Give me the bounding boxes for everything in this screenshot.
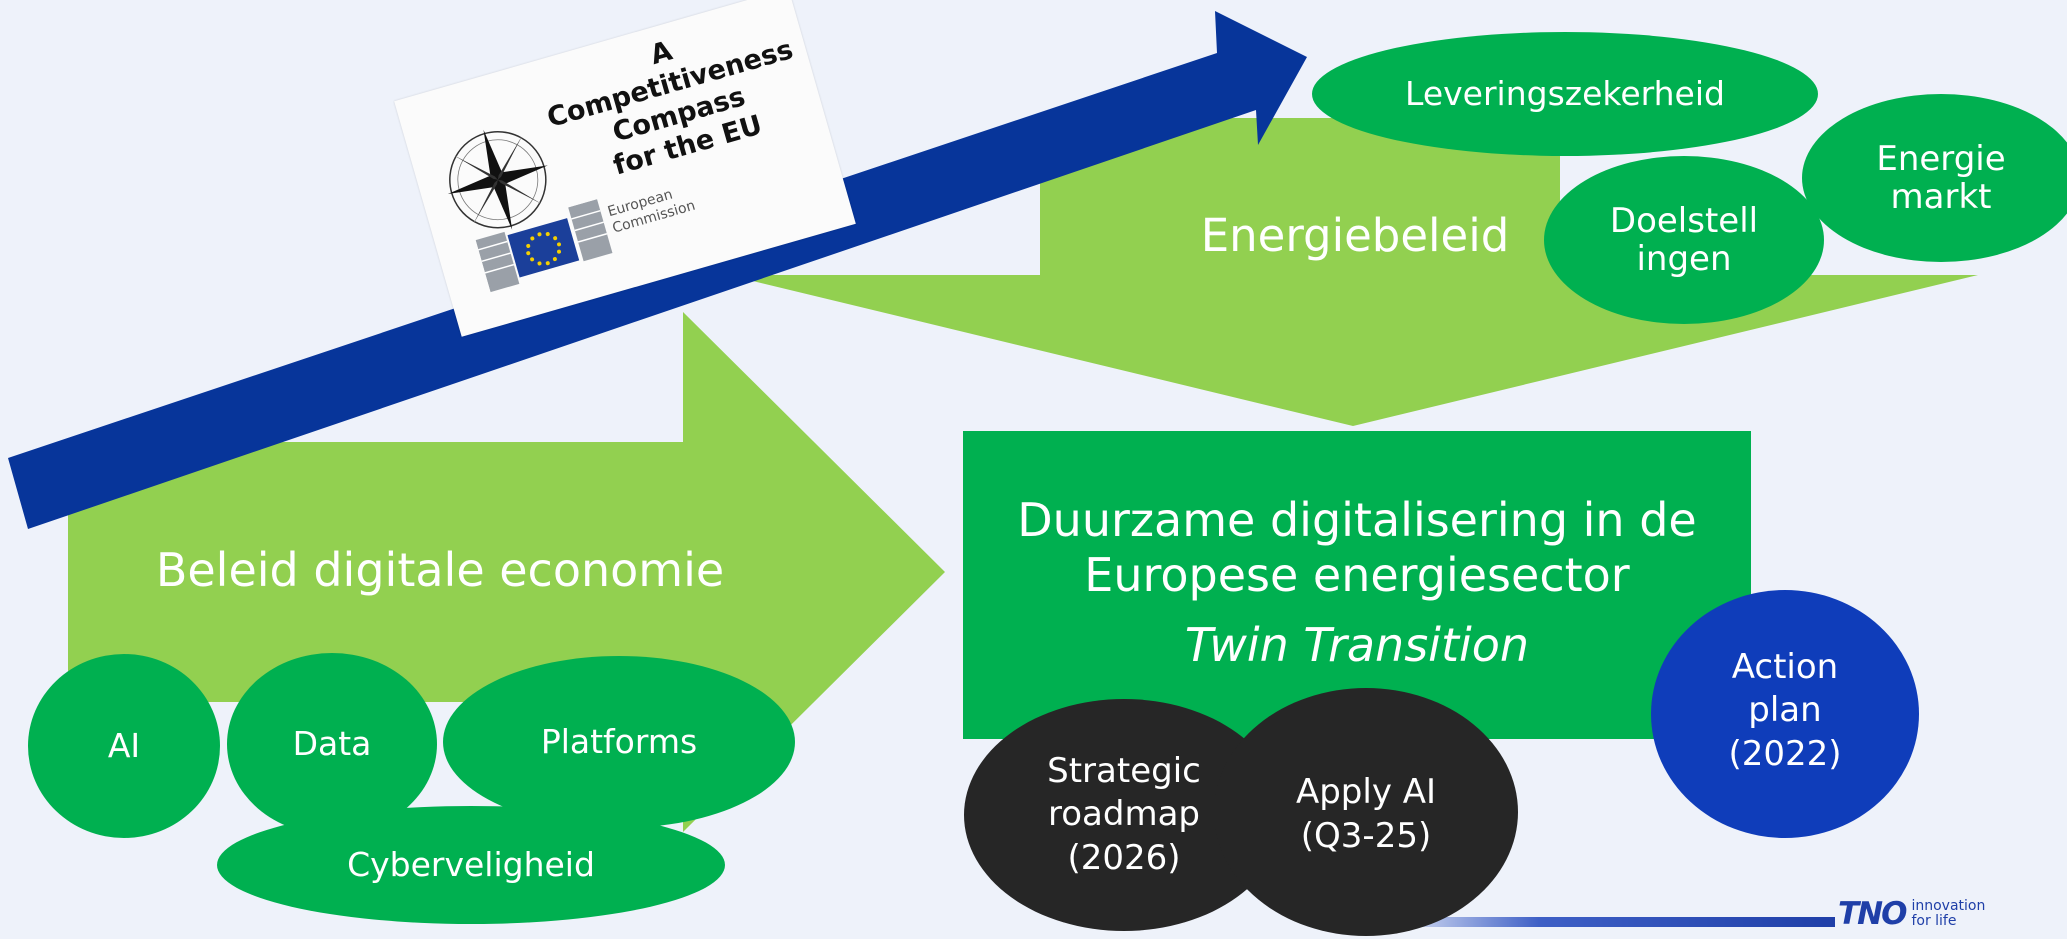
digital-policy-label: Beleid digitale economie bbox=[155, 543, 725, 598]
initiative-ellipse-strategic-roadmap bbox=[964, 699, 1284, 931]
initiative-ellipse-action-plan bbox=[1651, 590, 1919, 838]
topic-ellipse-leveringszekerheid bbox=[1312, 32, 1818, 156]
topic-ellipse-cyberveligheid bbox=[217, 806, 725, 924]
tno-tagline: innovation for life bbox=[1911, 898, 1986, 929]
initiative-apply-ai: Apply AI (Q3-25) bbox=[1295, 772, 1437, 856]
central-title: Duurzame digitalisering in de Europese e… bbox=[1017, 492, 1697, 602]
topic-ellipse-ai bbox=[28, 654, 220, 838]
european-commission-label: European Commission bbox=[605, 186, 698, 237]
central-subtitle: Twin Transition bbox=[1184, 618, 1530, 673]
topic-platforms: Platforms bbox=[540, 721, 698, 761]
tno-wordmark: TNO bbox=[1838, 896, 1907, 932]
topic-energie-markt: Energie markt bbox=[1876, 138, 2006, 217]
compass-rose-icon bbox=[447, 129, 548, 230]
topic-ellipse-doelstellingen bbox=[1544, 156, 1824, 324]
competitiveness-compass-cover: A Competitiveness Compass for the EU Eur… bbox=[394, 0, 856, 337]
energy-policy-arrow bbox=[728, 118, 1978, 426]
initiative-strategic-roadmap: Strategic roadmap (2026) bbox=[1047, 750, 1201, 878]
energy-policy-label: Energiebeleid bbox=[1200, 208, 1510, 262]
topic-ellipse-energie-markt bbox=[1802, 94, 2067, 262]
topic-leveringszekerheid: Leveringszekerheid bbox=[1405, 73, 1725, 113]
topic-data: Data bbox=[292, 723, 372, 763]
topic-doelstellingen: Doelstell ingen bbox=[1609, 200, 1759, 279]
initiative-ellipse-apply-ai bbox=[1214, 688, 1518, 936]
footer-rule bbox=[1380, 917, 1835, 927]
topic-cyberveligheid: Cyberveligheid bbox=[347, 844, 595, 884]
central-box bbox=[963, 431, 1751, 739]
topic-ai: AI bbox=[107, 725, 141, 765]
topic-ellipse-platforms bbox=[443, 656, 795, 828]
tno-logo: TNO innovation for life bbox=[1838, 896, 1986, 932]
topic-ellipse-data bbox=[227, 653, 437, 835]
initiative-action-plan: Action plan (2022) bbox=[1728, 646, 1842, 774]
eu-flag-icon bbox=[475, 199, 613, 293]
